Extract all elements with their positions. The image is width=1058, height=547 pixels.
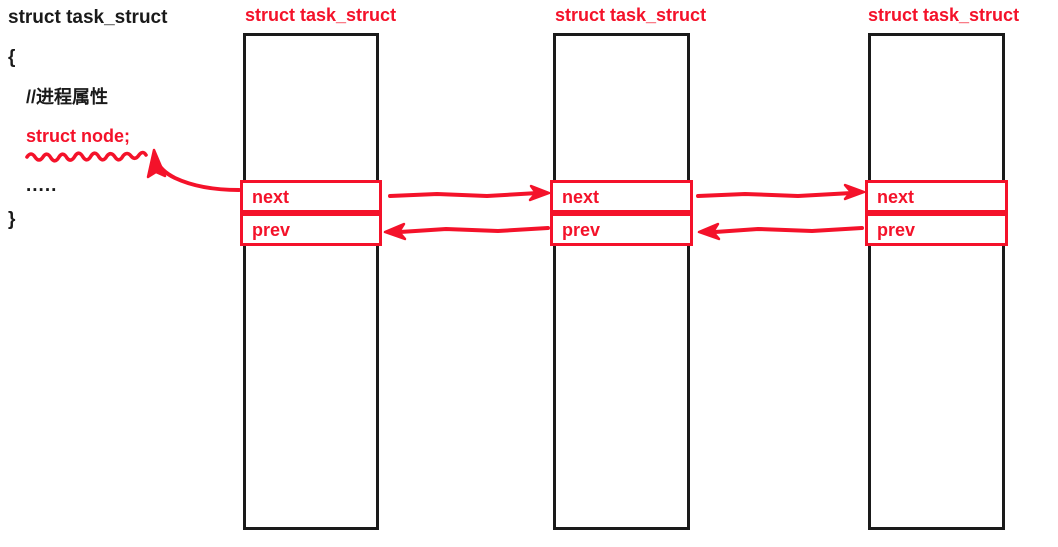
node-2-box — [553, 33, 690, 530]
code-open-brace: { — [8, 47, 16, 68]
node-3-box — [868, 33, 1005, 530]
arrow-node2-prev-to-node1-head-icon — [383, 222, 407, 241]
callout-arrow-head-icon — [146, 148, 167, 179]
node-2-prev-field: prev — [550, 213, 693, 246]
arrow-node2-prev-to-node1-shaft — [398, 226, 550, 234]
squiggle-underline-icon — [25, 150, 148, 163]
code-member-node: struct node; — [26, 126, 131, 146]
node-2-next-field: next — [550, 180, 693, 213]
code-struct-title: struct task_struct — [8, 7, 168, 28]
node-3-prev-field: prev — [865, 213, 1008, 246]
node-1-title: struct task_struct — [245, 5, 397, 25]
node-3-next-field: next — [865, 180, 1008, 213]
arrow-node1-next-to-node2-shaft — [388, 191, 540, 199]
arrow-node3-prev-to-node2-shaft — [713, 226, 864, 234]
code-close-brace: } — [8, 209, 16, 230]
node-1-next-field: next — [240, 180, 382, 213]
node-2-title: struct task_struct — [555, 5, 707, 25]
node-1-prev-field: prev — [240, 213, 382, 246]
node-1-box — [243, 33, 379, 530]
code-comment: //进程属性 — [26, 87, 109, 107]
node-3-title: struct task_struct — [868, 5, 1020, 25]
callout-arrow-shaft — [154, 158, 241, 192]
arrow-node2-next-to-node3-shaft — [696, 191, 854, 199]
code-ellipsis: ..... — [26, 175, 58, 196]
arrow-node3-prev-to-node2-head-icon — [697, 222, 721, 241]
arrow-node1-next-to-node2-head-icon — [528, 184, 551, 202]
arrow-node2-next-to-node3-head-icon — [843, 183, 866, 201]
